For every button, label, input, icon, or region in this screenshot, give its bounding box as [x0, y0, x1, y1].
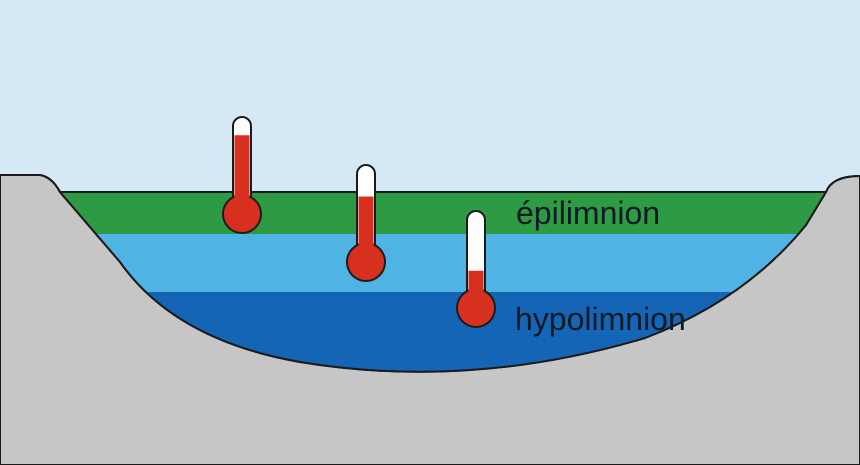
thermometer-neck: [468, 285, 484, 295]
epilimnion-layer: [60, 192, 826, 234]
thermometer-hypolimnion: [456, 210, 496, 328]
hypolimnion-label: hypolimnion: [515, 301, 686, 337]
thermometer-epilimnion: [222, 116, 262, 234]
thermometers: [222, 116, 496, 328]
metalimnion-layer: [60, 234, 826, 292]
epilimnion-label: épilimnion: [516, 195, 660, 231]
thermometer-metalimnion: [346, 164, 386, 282]
basin-outline: [0, 174, 860, 373]
thermometer-neck: [234, 191, 250, 201]
thermometer-neck: [358, 239, 374, 249]
